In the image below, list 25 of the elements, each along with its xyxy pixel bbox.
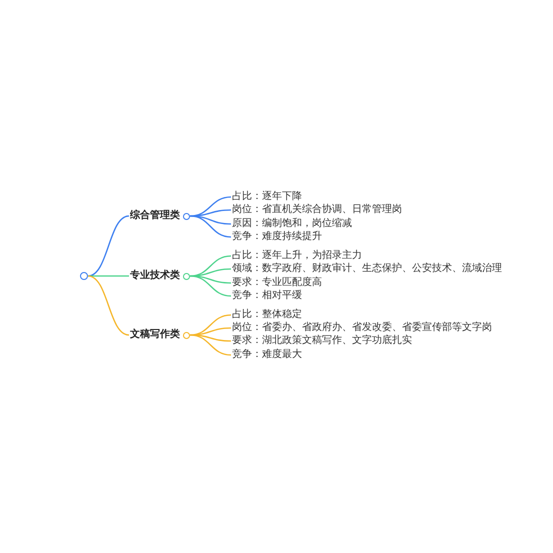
connector-line [190, 215, 232, 238]
branch-item: 占比：逐年下降 [232, 190, 302, 204]
connector-line [88, 275, 130, 336]
branch-item: 岗位：省直机关综合协调、日常管理岗 [232, 203, 402, 217]
branch-item: 领域：数字政府、财政审计、生态保护、公安技术、流域治理 [232, 262, 502, 276]
branch-item: 要求：湖北政策文稿写作、文字功底扎实 [232, 334, 412, 348]
root-circle [80, 272, 88, 280]
connector-line [190, 275, 232, 297]
connector-line [88, 275, 129, 277]
connector-line [190, 314, 232, 336]
branch-item: 占比：整体稳定 [232, 308, 302, 322]
category-label: 综合管理类 [130, 209, 180, 223]
branch-item: 竞争：相对平缓 [232, 289, 302, 303]
connector-line [190, 334, 232, 356]
branch-item: 竞争：难度最大 [232, 348, 302, 362]
category-label: 专业技术类 [130, 269, 180, 283]
branch-item: 要求：专业匹配度高 [232, 276, 322, 290]
category-label: 文稿写作类 [130, 328, 180, 342]
branch-item: 竞争：难度持续提升 [232, 230, 322, 244]
connector-line [190, 255, 232, 277]
branch-item: 岗位：省委办、省政府办、省发改委、省委宣传部等文字岗 [232, 321, 492, 335]
branch-item: 原因：编制饱和，岗位缩减 [232, 217, 352, 231]
branch-item: 占比：逐年上升，为招录主力 [232, 249, 362, 263]
connector-line [88, 215, 130, 277]
connector-line [190, 196, 232, 217]
